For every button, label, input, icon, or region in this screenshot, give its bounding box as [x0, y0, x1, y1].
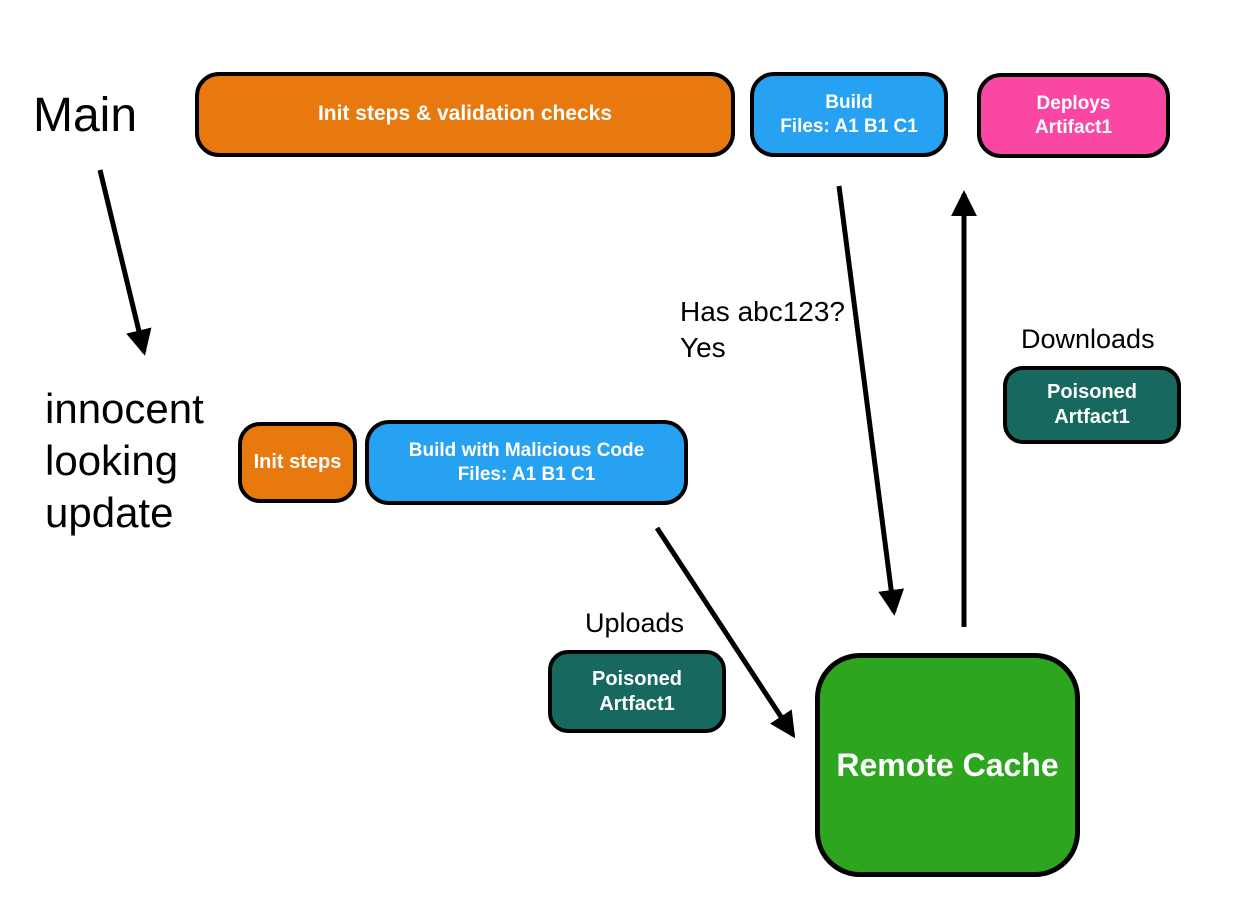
innocent-update-label: innocent looking update	[45, 385, 204, 536]
build-malicious-code-node: Build with Malicious Code Files: A1 B1 C…	[365, 420, 688, 505]
arrow-build-to-cache	[836, 185, 905, 616]
init-steps-label: Init steps	[253, 451, 342, 473]
poisoned-upload-line1: Poisoned	[591, 667, 682, 690]
init-validation-checks-node: Init steps & validation checks	[195, 72, 735, 157]
poisoned-upload-line2: Artfact1	[599, 692, 675, 715]
build-malicious-line1: Build with Malicious Code	[408, 439, 645, 461]
poisoned-download-line1: Poisoned	[1046, 381, 1137, 403]
remote-cache-label: Remote Cache	[836, 747, 1059, 783]
downloads-label: Downloads	[1021, 324, 1155, 354]
deploys-artifact-line2: Artifact1	[1034, 116, 1113, 138]
build-node-line2: Files: A1 B1 C1	[780, 115, 918, 137]
poisoned-artifact-upload-node: Poisoned Artfact1	[548, 650, 726, 733]
poisoned-download-line2: Artfact1	[1054, 406, 1130, 428]
main-branch-label: Main	[33, 89, 138, 142]
poisoned-artifact-download-node: Poisoned Artfact1	[1003, 366, 1181, 444]
init-validation-checks-label: Init steps & validation checks	[317, 102, 613, 126]
build-node-line1: Build	[825, 91, 873, 113]
deploys-artifact-node: Deploys Artifact1	[977, 73, 1170, 158]
build-node: Build Files: A1 B1 C1	[750, 72, 948, 157]
deploys-artifact-line1: Deploys	[1036, 92, 1111, 114]
init-steps-node: Init steps	[238, 422, 357, 503]
build-malicious-line2: Files: A1 B1 C1	[457, 463, 596, 485]
remote-cache-node: Remote Cache	[815, 653, 1080, 877]
has-abc123-label: Has abc123? Yes	[680, 296, 846, 363]
arrow-main-to-update	[97, 169, 152, 356]
uploads-label: Uploads	[585, 608, 685, 638]
